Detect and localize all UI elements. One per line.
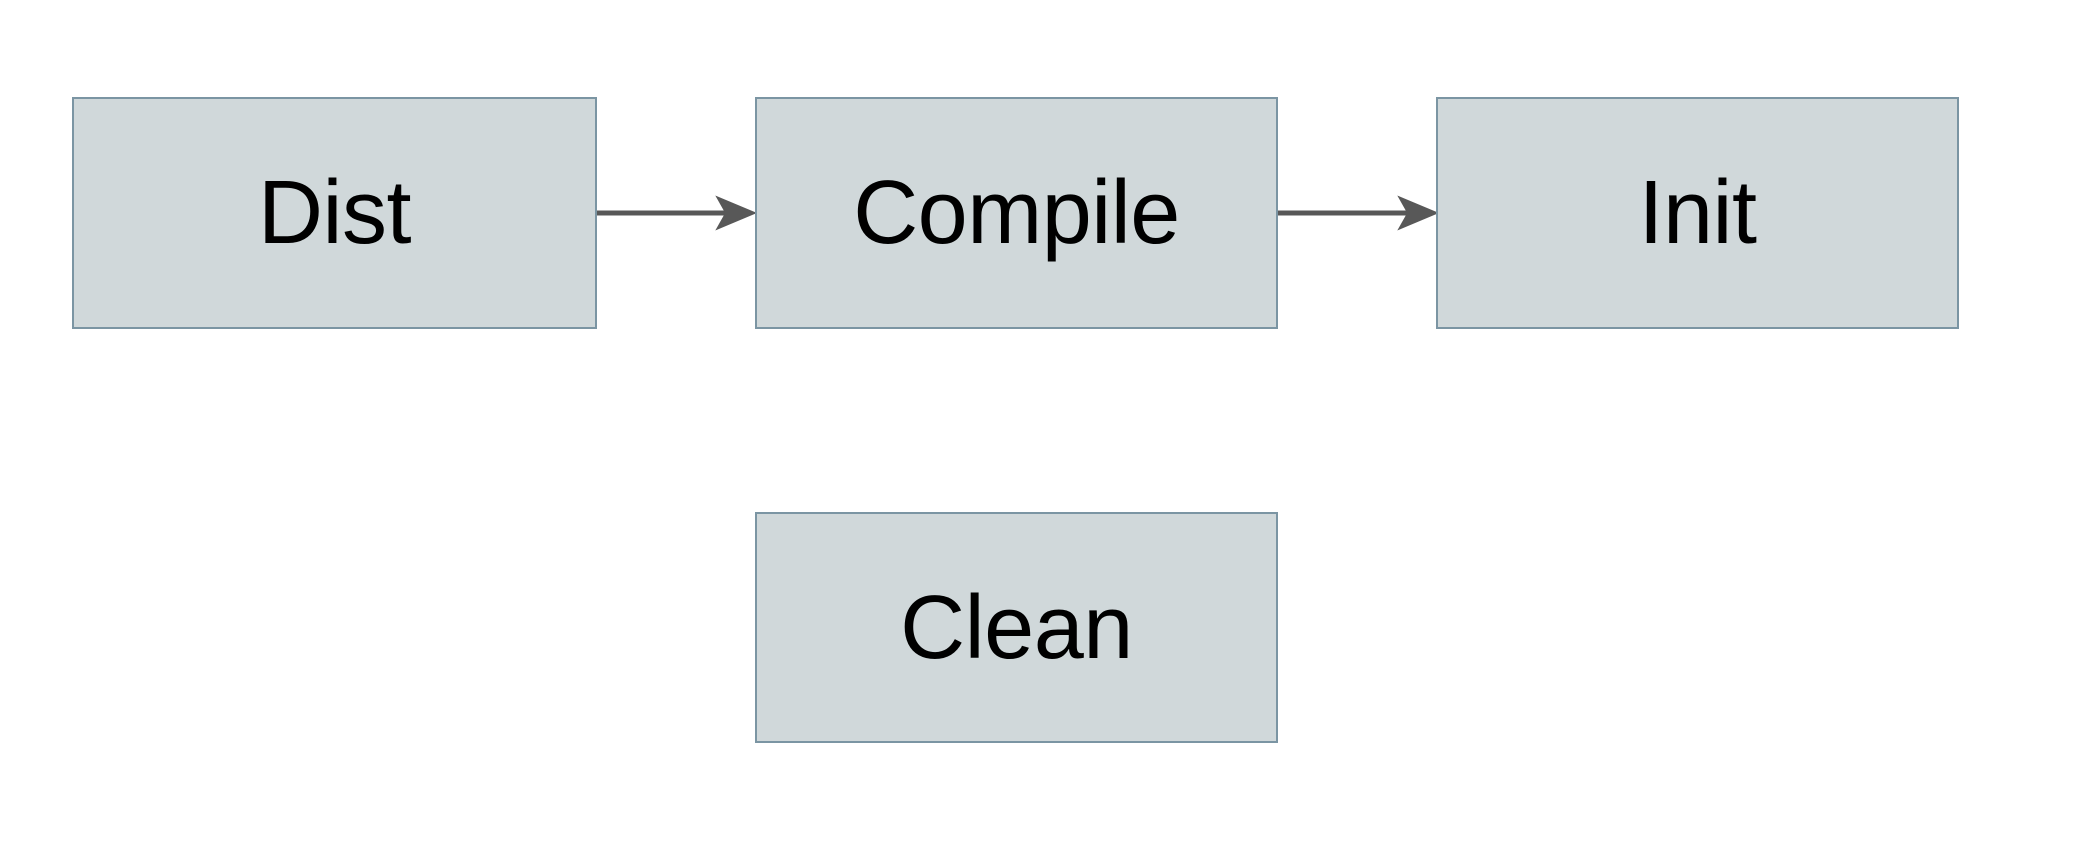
node-compile[interactable]: Compile [755, 97, 1278, 329]
node-dist[interactable]: Dist [72, 97, 597, 329]
arrowhead-icon [715, 195, 757, 231]
node-init[interactable]: Init [1436, 97, 1959, 329]
edge-compile-to-init [1278, 195, 1439, 231]
node-clean[interactable]: Clean [755, 512, 1278, 743]
node-label-clean: Clean [900, 577, 1133, 678]
node-label-init: Init [1638, 163, 1757, 263]
node-label-dist: Dist [258, 163, 412, 263]
edge-dist-to-compile [597, 195, 757, 231]
node-label-compile: Compile [853, 163, 1180, 263]
arrowhead-icon [1397, 195, 1439, 231]
